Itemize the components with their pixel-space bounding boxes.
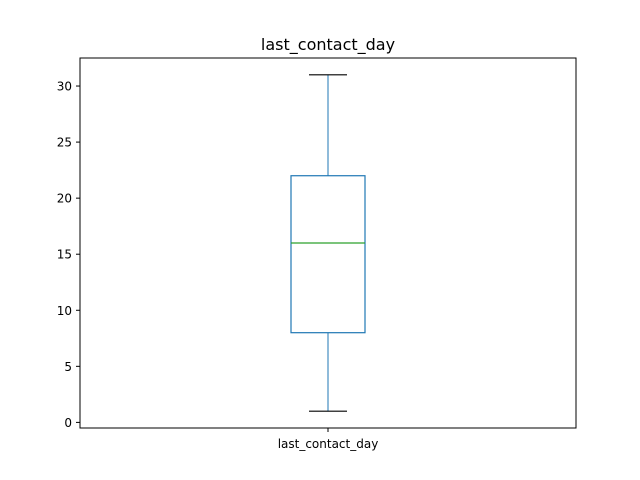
- y-tick-label: 10: [57, 304, 72, 318]
- box-iqr: [290, 175, 366, 334]
- y-tick-label: 0: [64, 416, 72, 430]
- plot-frame: [79, 57, 577, 429]
- chart-title: last_contact_day: [261, 35, 395, 55]
- y-tick-label: 15: [57, 248, 72, 262]
- y-tick-label: 5: [64, 360, 72, 374]
- x-tick-label: last_contact_day: [278, 437, 379, 451]
- y-tick-label: 20: [57, 192, 72, 206]
- y-tick-label: 25: [57, 136, 72, 150]
- y-tick-label: 30: [57, 80, 72, 94]
